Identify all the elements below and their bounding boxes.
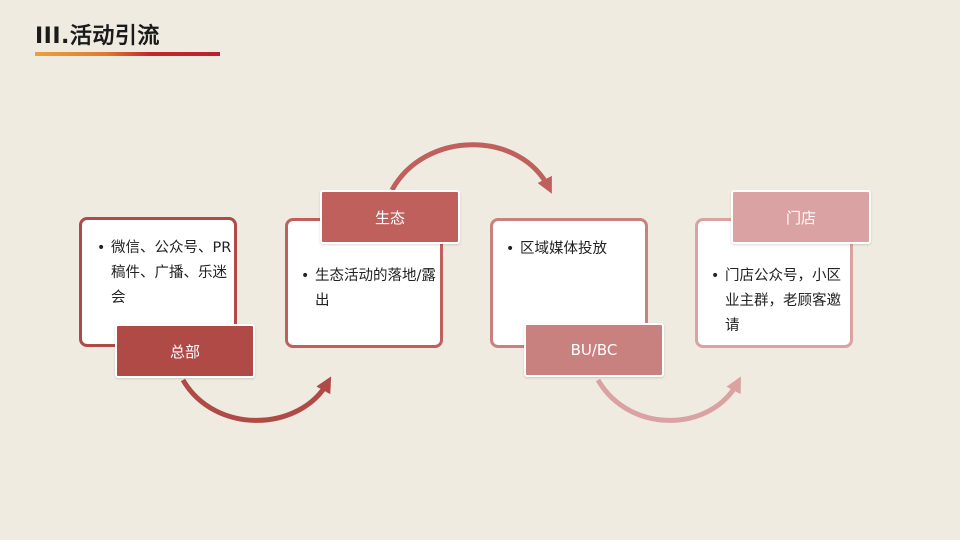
label-ecosystem: 生态: [320, 190, 460, 244]
label-store: 门店: [731, 190, 871, 244]
label-headquarters: 总部: [115, 324, 255, 378]
arrow-hq-to-ecosystem: [180, 376, 332, 423]
title-underline: [35, 52, 220, 56]
arrow-bu-to-store: [595, 376, 741, 423]
page-title: III.活动引流: [35, 24, 160, 49]
card-store-item: 门店公众号，小区业主群，老顾客邀请: [710, 264, 853, 339]
label-bu-bc: BU/BC: [524, 323, 664, 377]
arrow-ecosystem-to-bu: [389, 142, 552, 194]
card-headquarters-item: 微信、公众号、PR稿件、广播、乐迷会: [96, 236, 239, 311]
card-ecosystem-item: 生态活动的落地/露出: [300, 264, 443, 314]
card-bu-bc-item: 区域媒体投放: [505, 237, 648, 262]
